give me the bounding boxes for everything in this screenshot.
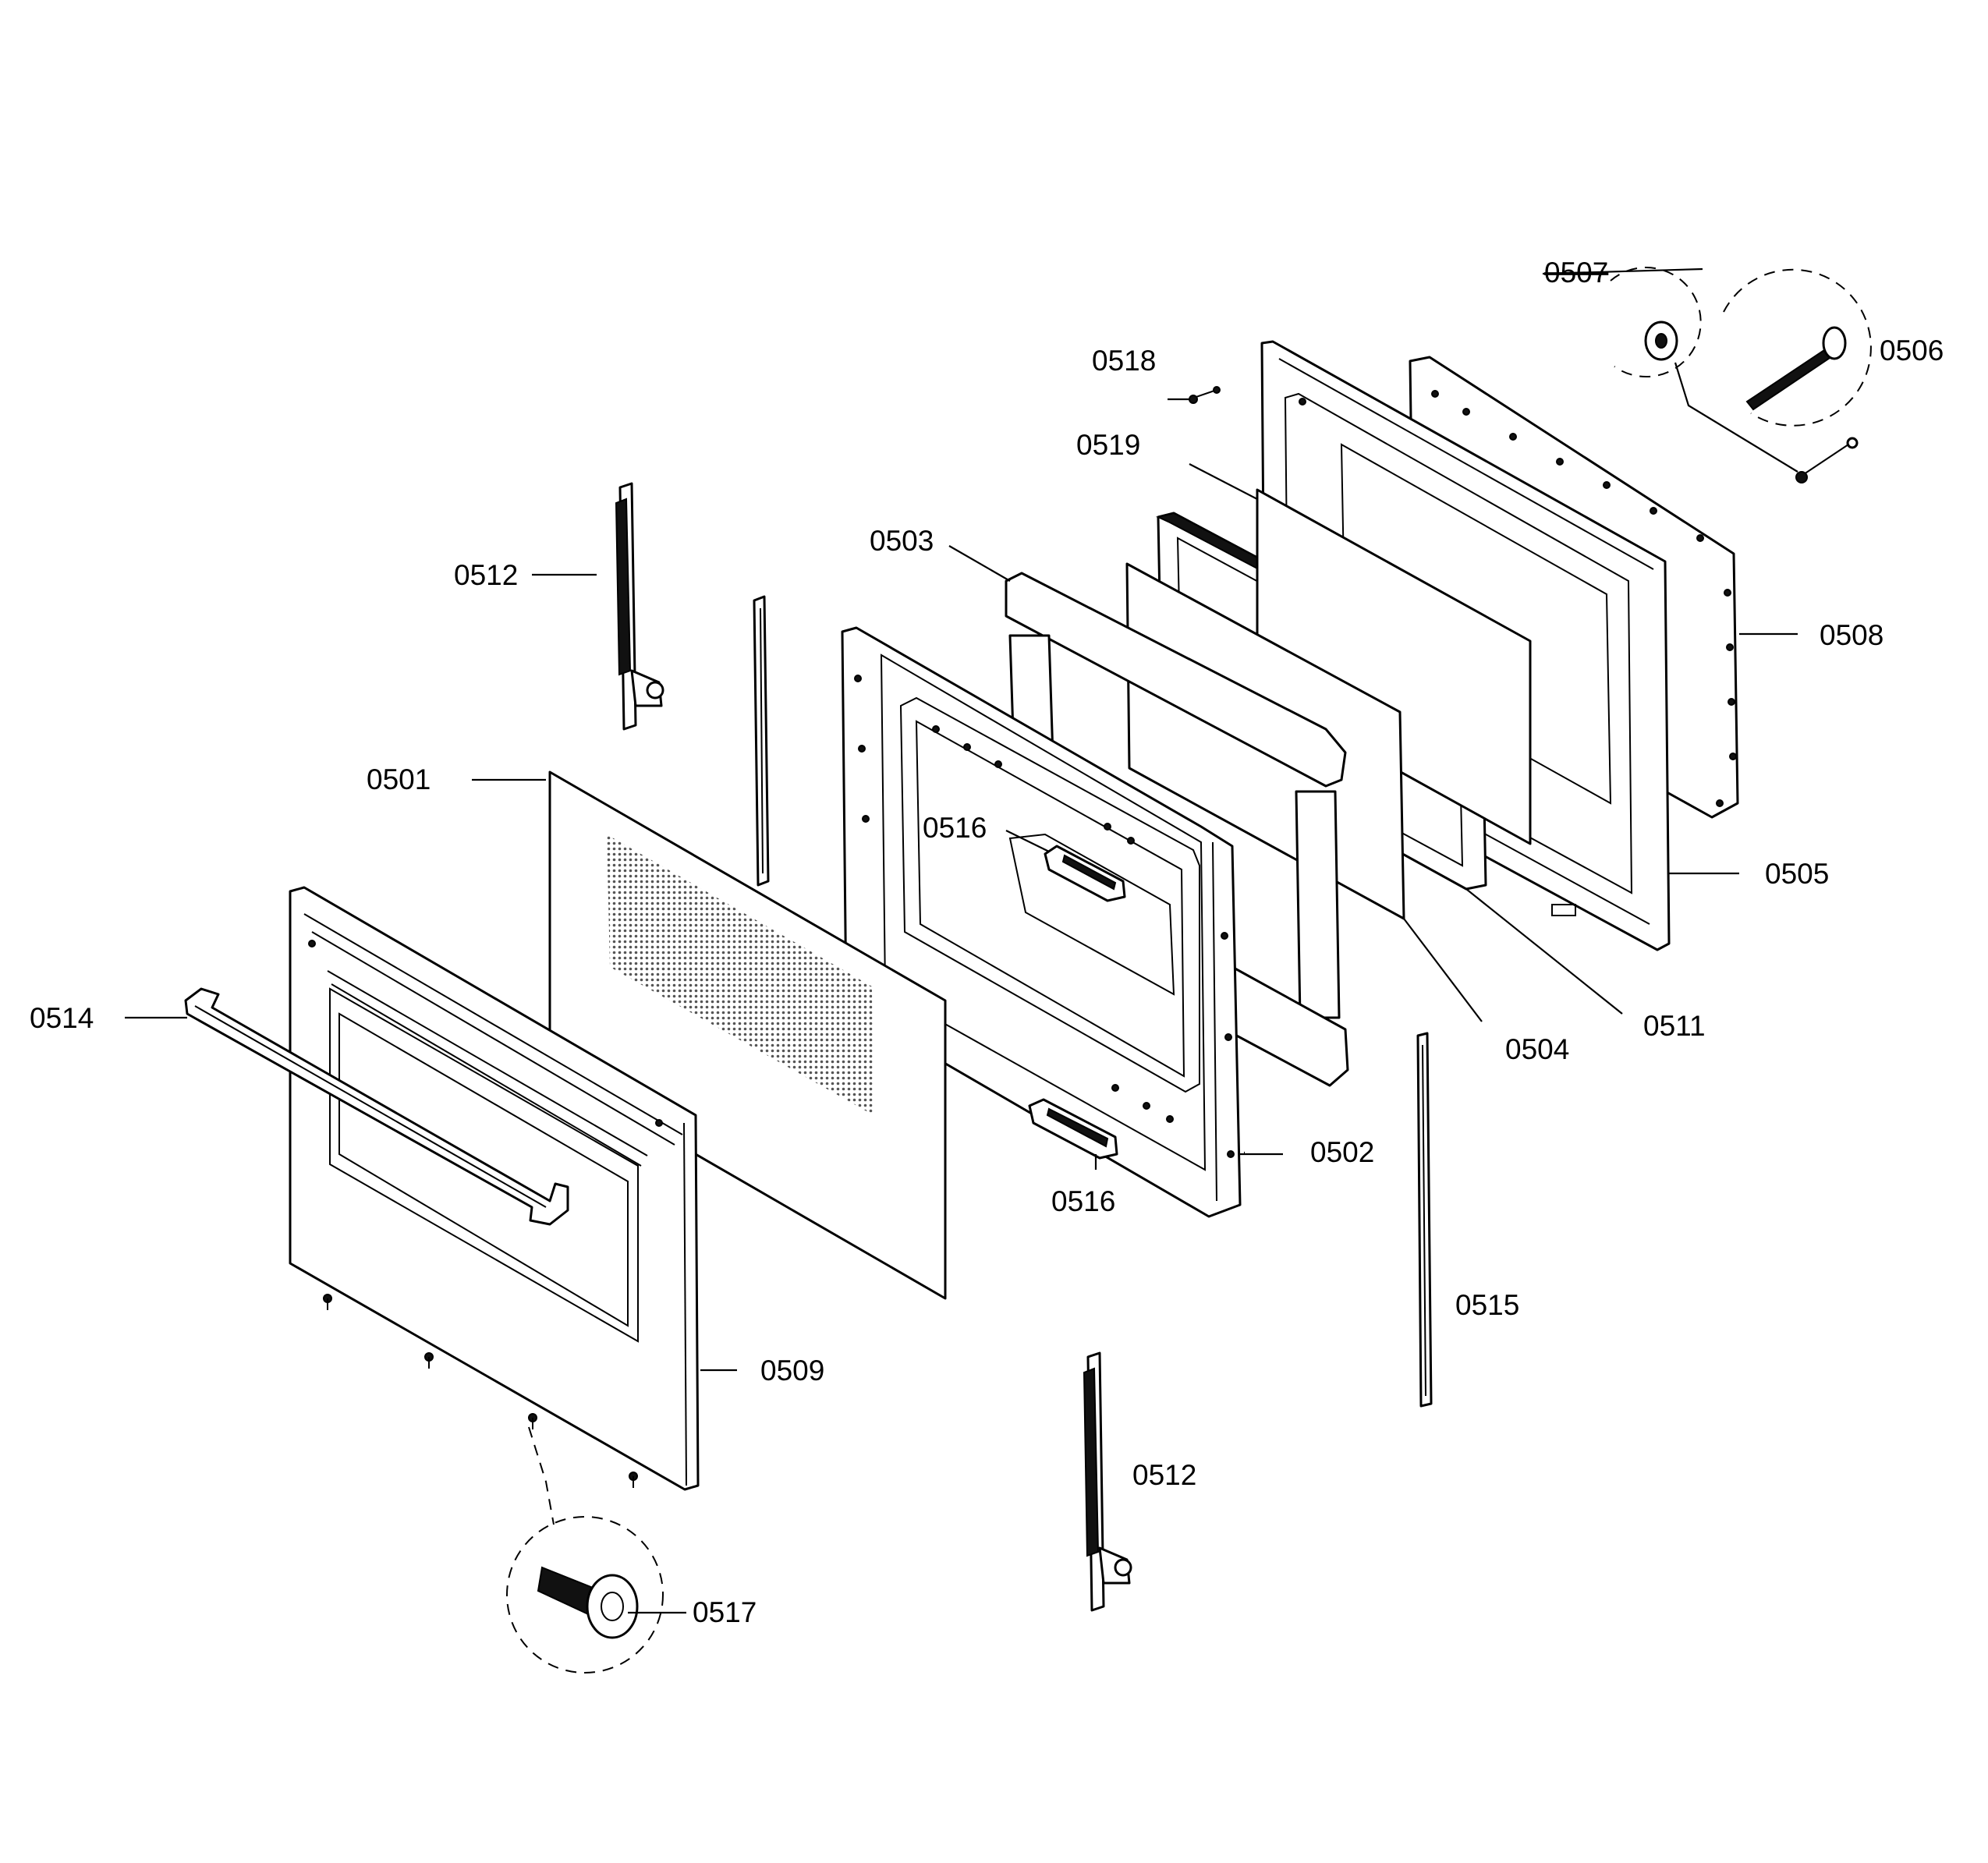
part-0515-side-strip <box>1416 1032 1433 1408</box>
label-0512-bottom: 0512 <box>1132 1459 1196 1491</box>
label-0511: 0511 <box>1643 1010 1706 1042</box>
part-0517-screw-detail <box>506 1426 664 1674</box>
label-0516-top: 0516 <box>923 812 987 844</box>
leader-0511 <box>1465 888 1623 1015</box>
leader-0516-top <box>1005 830 1050 852</box>
label-0503: 0503 <box>870 525 934 557</box>
leader-0519 <box>1189 463 1258 500</box>
part-0507-washer-detail <box>1610 267 1798 473</box>
part-0501-outer-glass <box>548 770 947 1300</box>
part-side-strip-left <box>753 595 770 887</box>
callout-labels: 0501 0502 0503 0504 0505 0506 0507 0508 … <box>30 257 1944 1628</box>
label-0508: 0508 <box>1820 619 1883 651</box>
label-0515: 0515 <box>1455 1289 1519 1321</box>
label-0518: 0518 <box>1092 345 1156 377</box>
label-0514: 0514 <box>30 1002 94 1034</box>
part-0519-glass-pane <box>1256 488 1532 845</box>
part-0516-bracket-bottom <box>1028 1098 1118 1160</box>
part-0516-bracket-top <box>1044 845 1126 902</box>
strike-0507 <box>1542 267 1703 275</box>
part-0518-screw <box>1189 386 1221 404</box>
part-0512-hinge-bottom <box>1083 1351 1132 1612</box>
part-0514-handle <box>184 987 569 1226</box>
label-0506: 0506 <box>1880 335 1944 367</box>
label-0509: 0509 <box>760 1355 824 1387</box>
leader-lines <box>125 398 1798 1614</box>
label-0512-top: 0512 <box>454 559 518 591</box>
part-0506-bolt-detail <box>1723 268 1872 483</box>
label-0517: 0517 <box>693 1596 757 1628</box>
label-0501: 0501 <box>367 763 431 795</box>
label-0519: 0519 <box>1076 429 1140 461</box>
leader-0504 <box>1403 918 1483 1022</box>
label-0505: 0505 <box>1765 858 1829 890</box>
label-0504: 0504 <box>1505 1033 1569 1065</box>
label-0502: 0502 <box>1310 1136 1374 1168</box>
part-0512-hinge-top <box>615 482 664 731</box>
label-0516-bottom: 0516 <box>1051 1185 1115 1217</box>
leader-0503 <box>948 545 1011 582</box>
part-0509-outer-door-panel <box>289 886 700 1491</box>
part-0502-inner-door-frame <box>841 626 1242 1218</box>
